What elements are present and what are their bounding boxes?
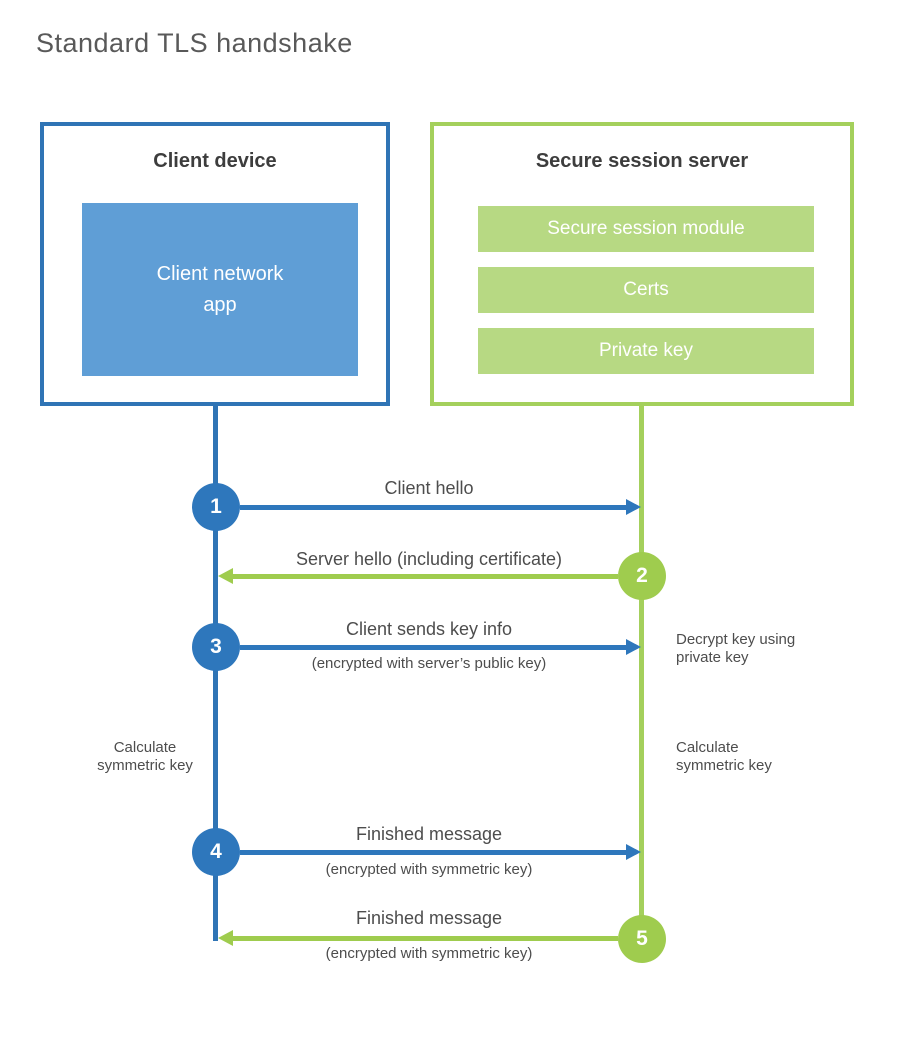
step-1-circle: 1 xyxy=(192,483,240,531)
server-lifeline xyxy=(639,404,644,941)
server-box: Secure session server Secure session mod… xyxy=(430,122,854,406)
step-4-arrow xyxy=(240,850,626,855)
client-network-app: Client network app xyxy=(82,203,358,376)
step-3-circle: 3 xyxy=(192,623,240,671)
step-4-sublabel: (encrypted with symmetric key) xyxy=(325,861,533,878)
client-lifeline xyxy=(213,404,218,941)
client-device-title: Client device xyxy=(153,150,277,172)
step-2-arrowhead-icon xyxy=(218,568,233,584)
module-secure-session: Secure session module xyxy=(478,206,814,252)
step-1-arrowhead-icon xyxy=(626,499,641,515)
step-5-circle: 5 xyxy=(618,915,666,963)
note-calculate-right: Calculate symmetric key xyxy=(676,739,772,774)
step-3-arrow xyxy=(240,645,626,650)
step-5-arrow xyxy=(233,936,618,941)
step-4-circle: 4 xyxy=(192,828,240,876)
step-5-sublabel: (encrypted with symmetric key) xyxy=(325,945,533,962)
diagram-title: Standard TLS handshake xyxy=(36,28,353,58)
client-device-box: Client device Client network app xyxy=(40,122,390,406)
note-calculate-left: Calculate symmetric key xyxy=(97,739,193,774)
note-decrypt-key: Decrypt key using private key xyxy=(676,631,796,666)
step-3-arrowhead-icon xyxy=(626,639,641,655)
module-certs: Certs xyxy=(478,267,814,313)
step-1-arrow xyxy=(240,505,626,510)
server-title: Secure session server xyxy=(535,150,749,172)
step-5-arrowhead-icon xyxy=(218,930,233,946)
step-4-label: Finished message xyxy=(355,824,503,844)
step-4-arrowhead-icon xyxy=(626,844,641,860)
step-5-label: Finished message xyxy=(355,908,503,928)
step-3-sublabel: (encrypted with server’s public key) xyxy=(311,655,547,672)
module-private-key: Private key xyxy=(478,328,814,374)
step-2-label: Server hello (including certificate) xyxy=(295,549,563,569)
step-3-label: Client sends key info xyxy=(345,619,513,639)
step-2-circle: 2 xyxy=(618,552,666,600)
step-2-arrow xyxy=(233,574,618,579)
step-1-label: Client hello xyxy=(384,478,474,498)
